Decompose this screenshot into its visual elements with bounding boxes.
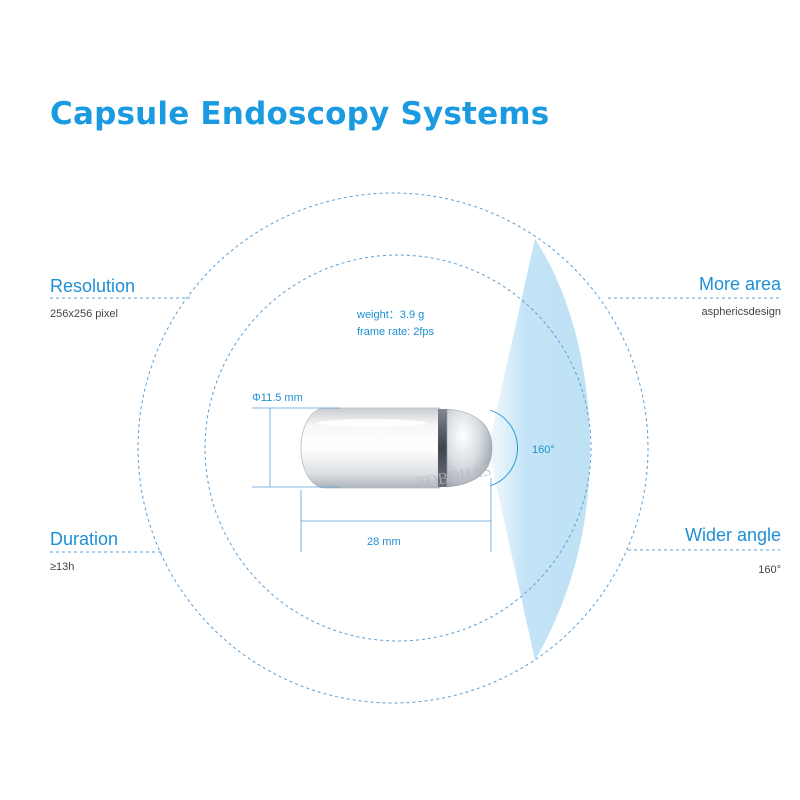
view-angle-label: 160°: [532, 444, 555, 456]
capsule-body: [300, 407, 441, 489]
capsule-highlight: [317, 419, 427, 427]
frame-rate-spec: frame rate: 2fps: [357, 326, 435, 338]
length-label: 28 mm: [367, 536, 401, 548]
duration-heading: Duration: [50, 529, 119, 549]
duration-detail: ≥13h: [50, 561, 75, 573]
capsule-dome: [446, 408, 493, 488]
inner-dashed-circle: [204, 254, 592, 642]
angle-arc: [489, 409, 518, 487]
resolution-heading: Resolution: [50, 276, 136, 296]
more-area-heading: More area: [698, 274, 781, 294]
diameter-label: Φ11.5 mm: [252, 392, 303, 404]
view-cone: [488, 239, 590, 660]
wider-angle-heading: Wider angle: [684, 525, 781, 545]
capsule: [300, 407, 493, 489]
capsule-band: [438, 409, 448, 487]
wider-angle-detail: 160°: [758, 564, 781, 576]
resolution-detail: 256x256 pixel: [50, 308, 118, 320]
more-area-detail: asphericsdesign: [701, 306, 782, 318]
weight-spec: weight：3.9 g: [357, 309, 425, 321]
outer-dashed-circle: [137, 192, 649, 704]
page-title: Capsule Endoscopy Systems: [50, 96, 550, 132]
